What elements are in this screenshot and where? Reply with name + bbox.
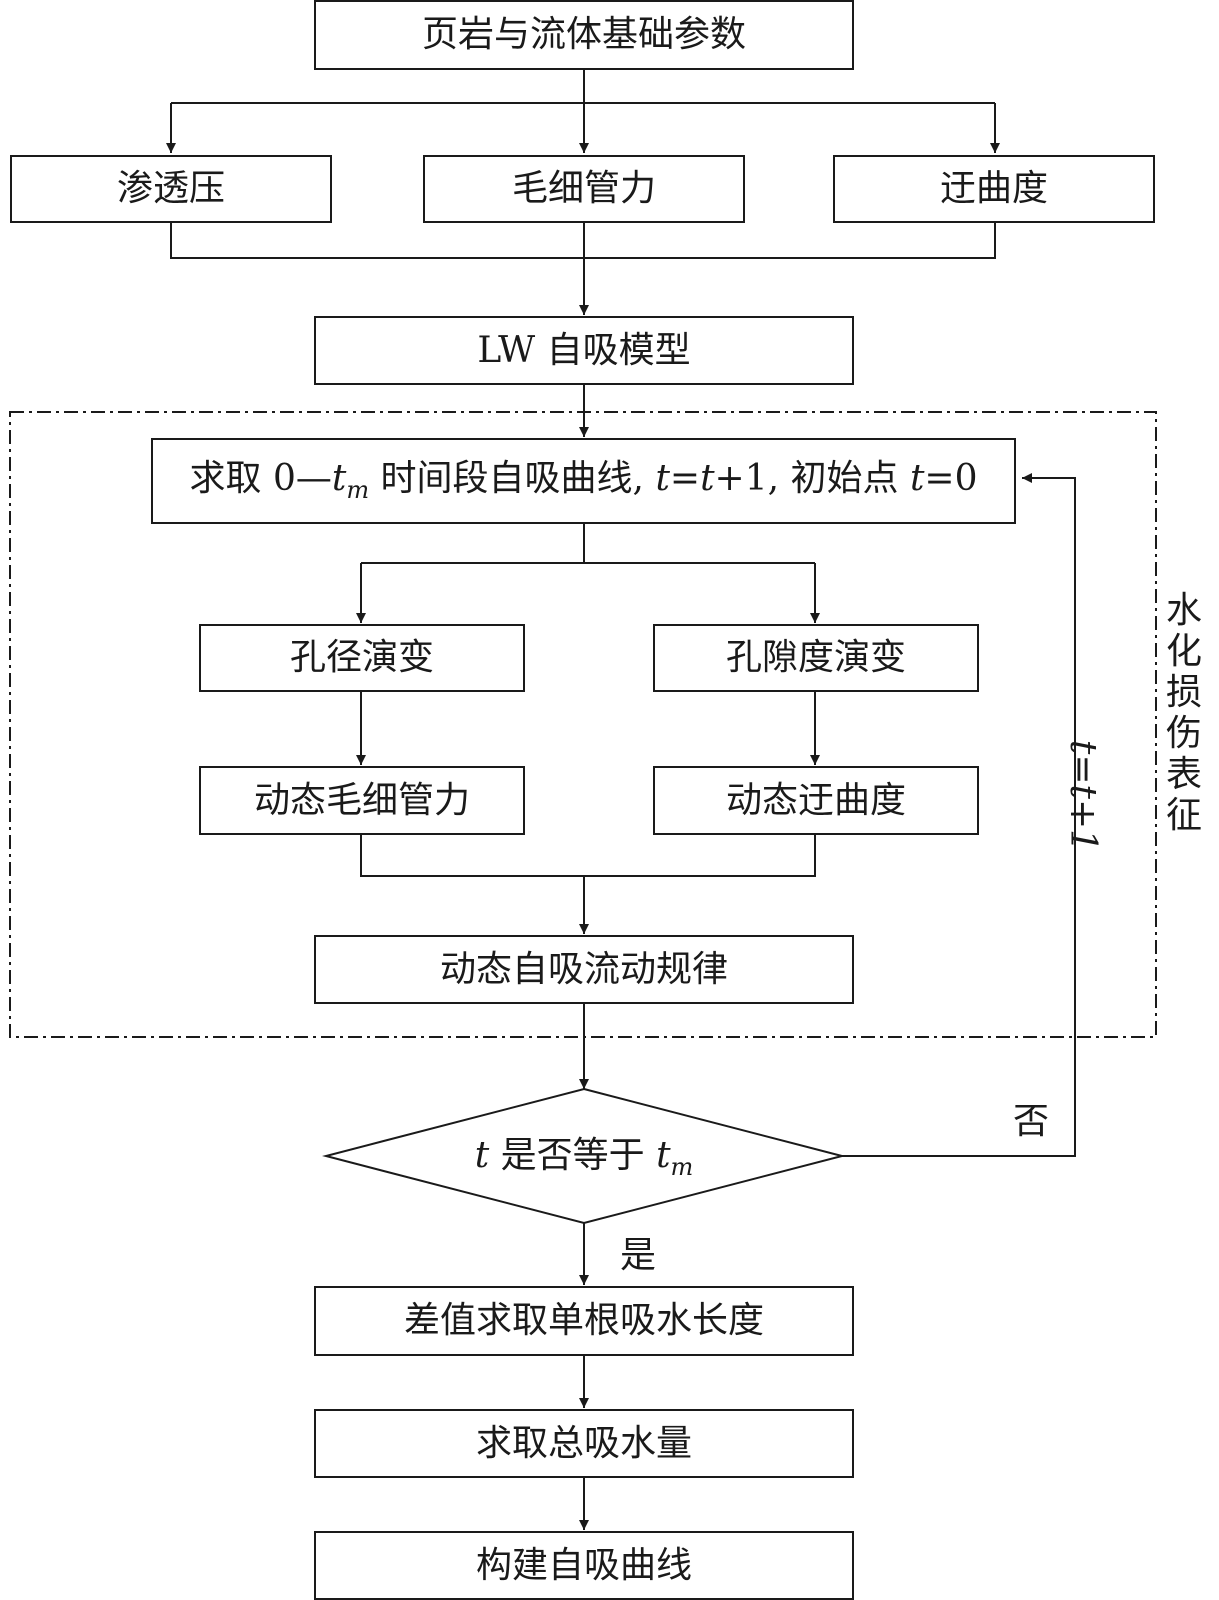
loop-step-label: 求取 0—tm 时间段自吸曲线, t=t+1, 初始点 t=0 [189, 457, 978, 504]
total-water-label: 求取总吸水量 [475, 1422, 692, 1464]
hydration-damage-region [9, 411, 1157, 1038]
pore-diameter-label: 孔径演变 [289, 637, 434, 678]
capillary-force-box: 毛细管力 [423, 155, 745, 223]
dynamic-capillary-label: 动态毛细管力 [253, 779, 470, 821]
connector-merge-left [170, 222, 584, 259]
pore-diameter-box: 孔径演变 [199, 624, 525, 692]
single-length-box: 差值求取单根吸水长度 [314, 1286, 854, 1356]
connector-merge-dyn [360, 834, 816, 877]
base-params-box: 页岩与流体基础参数 [314, 0, 854, 70]
lw-model-box: LW 自吸模型 [314, 316, 854, 385]
porosity-box: 孔隙度演变 [653, 624, 979, 692]
no-label: 否 [1013, 1101, 1050, 1142]
build-curve-box: 构建自吸曲线 [314, 1531, 854, 1600]
connector-merge-right [584, 222, 996, 259]
osmotic-pressure-box: 渗透压 [10, 155, 332, 223]
dynamic-capillary-box: 动态毛细管力 [199, 766, 525, 835]
porosity-label: 孔隙度演变 [725, 637, 906, 678]
osmotic-pressure-label: 渗透压 [116, 168, 225, 209]
decision-diamond [322, 1087, 846, 1225]
yes-label: 是 [620, 1235, 657, 1276]
tortuosity-label: 迂曲度 [939, 168, 1048, 209]
base-params-label: 页岩与流体基础参数 [421, 14, 746, 55]
dynamic-tortuosity-box: 动态迂曲度 [653, 766, 979, 835]
dynamic-tortuosity-label: 动态迂曲度 [725, 779, 906, 821]
total-water-box: 求取总吸水量 [314, 1409, 854, 1478]
loop-back-label: t=t+1 [1062, 739, 1104, 853]
loop-step-box: 求取 0—tm 时间段自吸曲线, t=t+1, 初始点 t=0 [151, 438, 1016, 524]
dynamic-flow-label: 动态自吸流动规律 [439, 948, 728, 990]
dynamic-flow-box: 动态自吸流动规律 [314, 935, 854, 1004]
connector-no-loop [842, 473, 1076, 1157]
lw-model-label: LW 自吸模型 [477, 329, 691, 371]
decision-label: t 是否等于 tm [474, 1135, 694, 1181]
single-length-label: 差值求取单根吸水长度 [403, 1300, 764, 1341]
capillary-force-label: 毛细管力 [511, 168, 656, 209]
tortuosity-box: 迂曲度 [833, 155, 1155, 223]
hydration-damage-label: 水 化 损 伤 表 征 [1165, 590, 1202, 836]
build-curve-label: 构建自吸曲线 [475, 1544, 692, 1586]
